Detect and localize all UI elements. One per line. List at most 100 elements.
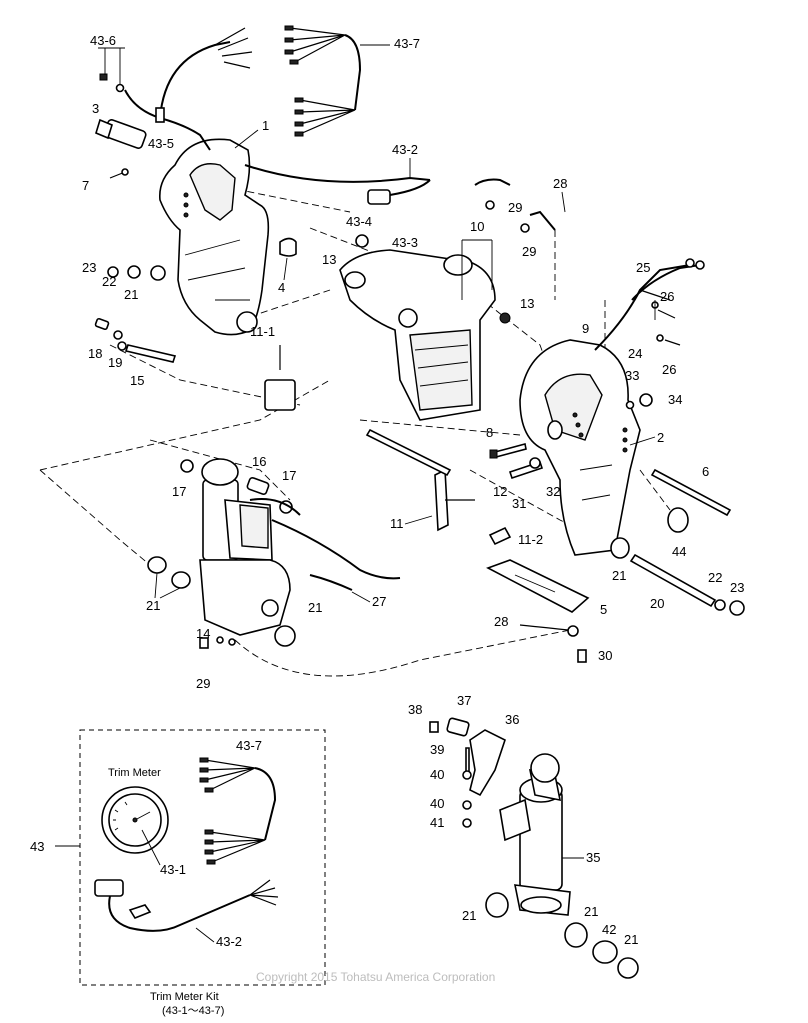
part-1-left-clamp-bracket <box>158 138 270 336</box>
part-16-17-pins <box>180 459 293 514</box>
trim-sender-kit <box>94 879 279 932</box>
label-25: 25 <box>636 260 650 275</box>
trim-meter-kit-title: Trim Meter Kit <box>150 991 219 1003</box>
part-43-5-wire-harness <box>124 27 431 183</box>
part-4-bushing <box>279 237 297 257</box>
label-22-right: 22 <box>708 570 722 585</box>
label-6: 6 <box>702 464 709 479</box>
label-38: 38 <box>408 702 422 717</box>
part-43-7-sensor-leads <box>284 25 362 137</box>
part-26-screws <box>651 301 681 346</box>
part-14-power-trim-tilt-unit <box>199 458 401 636</box>
trim-meter-leads <box>199 757 277 865</box>
trim-meter-gauge <box>101 786 169 854</box>
label-31: 31 <box>512 496 526 511</box>
part-35-gas-assist-cylinder <box>499 753 571 916</box>
label-21-cyl-right: 21 <box>624 932 638 947</box>
label-7: 7 <box>82 178 89 193</box>
part-28-30-ground-lead <box>474 178 587 663</box>
label-35: 35 <box>586 850 600 865</box>
part-20-shaft <box>610 537 717 608</box>
part-13-bushings <box>355 234 511 324</box>
trim-meter-caption: Trim Meter <box>108 767 161 779</box>
label-21-right: 21 <box>612 568 626 583</box>
label-18: 18 <box>88 346 102 361</box>
part-19-washer <box>113 330 123 340</box>
label-24: 24 <box>628 346 642 361</box>
copyright-notice: Copyright 2015 Tohatsu America Corporati… <box>256 970 495 984</box>
label-40-a: 40 <box>430 767 444 782</box>
part-22-23-washers-right <box>714 599 745 616</box>
part-44-bushing <box>667 507 689 533</box>
part-29-screws-top <box>485 200 530 233</box>
part-7-cotter-pin <box>109 168 129 179</box>
label-28-top: 28 <box>553 176 567 191</box>
part-12-31-32-bolt <box>508 457 544 480</box>
label-28-bottom: 28 <box>494 614 508 629</box>
label-9: 9 <box>582 321 589 336</box>
part-3-tilt-pin <box>95 118 147 149</box>
label-22-left: 22 <box>102 274 116 289</box>
label-kit-43-1: 43-1 <box>160 862 186 877</box>
label-27: 27 <box>372 594 386 609</box>
label-13-b: 13 <box>520 296 534 311</box>
part-21-bushings-trim <box>147 556 296 647</box>
part-10-swivel-bracket <box>339 249 496 421</box>
label-44: 44 <box>672 544 686 559</box>
label-41: 41 <box>430 815 444 830</box>
label-13-a: 13 <box>322 252 336 267</box>
label-23-left: 23 <box>82 260 96 275</box>
label-kit-43-7: 43-7 <box>236 738 262 753</box>
label-43-2-top: 43-2 <box>392 142 418 157</box>
label-36: 36 <box>505 712 519 727</box>
label-11-2: 11-2 <box>518 532 543 547</box>
part-29-screws-bottom <box>199 636 236 649</box>
label-16: 16 <box>252 454 266 469</box>
part-21-42-bushings-bottom <box>485 892 639 979</box>
part-33-34-nut <box>625 393 653 410</box>
trim-meter-kit-box <box>55 729 326 986</box>
part-11-1-spring-pin <box>264 345 296 411</box>
label-21-trim-left: 21 <box>146 598 160 613</box>
label-39: 39 <box>430 742 444 757</box>
part-25-sensor-lead <box>631 258 705 301</box>
part-5-plate <box>486 559 590 613</box>
part-36-37-bracket <box>429 717 506 797</box>
label-26-a: 26 <box>660 289 674 304</box>
label-4: 4 <box>278 280 285 295</box>
label-43-4: 43-4 <box>346 214 372 229</box>
label-43-6: 43-6 <box>90 33 116 48</box>
label-5: 5 <box>600 602 607 617</box>
label-15: 15 <box>130 373 144 388</box>
part-18-bolt <box>94 317 110 331</box>
part-2-right-clamp-bracket <box>519 339 641 556</box>
part-9-trim-sensor <box>547 264 691 440</box>
part-8-bolt <box>489 443 527 459</box>
label-17-right: 17 <box>282 468 296 483</box>
part-15-shaft-bolt <box>117 341 177 363</box>
label-1: 1 <box>262 118 269 133</box>
label-20: 20 <box>650 596 664 611</box>
label-3: 3 <box>92 101 99 116</box>
part-21-22-23-bushings-left <box>107 265 166 281</box>
part-11-lock-lever <box>365 428 512 546</box>
label-30: 30 <box>598 648 612 663</box>
label-12: 12 <box>493 484 507 499</box>
label-8: 8 <box>486 425 493 440</box>
part-43-2-sender-unit <box>367 179 431 205</box>
label-kit-43-2: 43-2 <box>216 934 242 949</box>
label-2: 2 <box>657 430 664 445</box>
label-29-top-b: 29 <box>522 244 536 259</box>
label-33: 33 <box>625 368 639 383</box>
label-26-b: 26 <box>662 362 676 377</box>
label-23-right: 23 <box>730 580 744 595</box>
label-43-7-top: 43-7 <box>394 36 420 51</box>
label-11: 11 <box>390 516 404 531</box>
label-21-trim-right: 21 <box>308 600 322 615</box>
label-17-left: 17 <box>172 484 186 499</box>
label-29-top-a: 29 <box>508 200 522 215</box>
label-40-b: 40 <box>430 796 444 811</box>
label-42: 42 <box>602 922 616 937</box>
label-43-5: 43-5 <box>148 136 174 151</box>
